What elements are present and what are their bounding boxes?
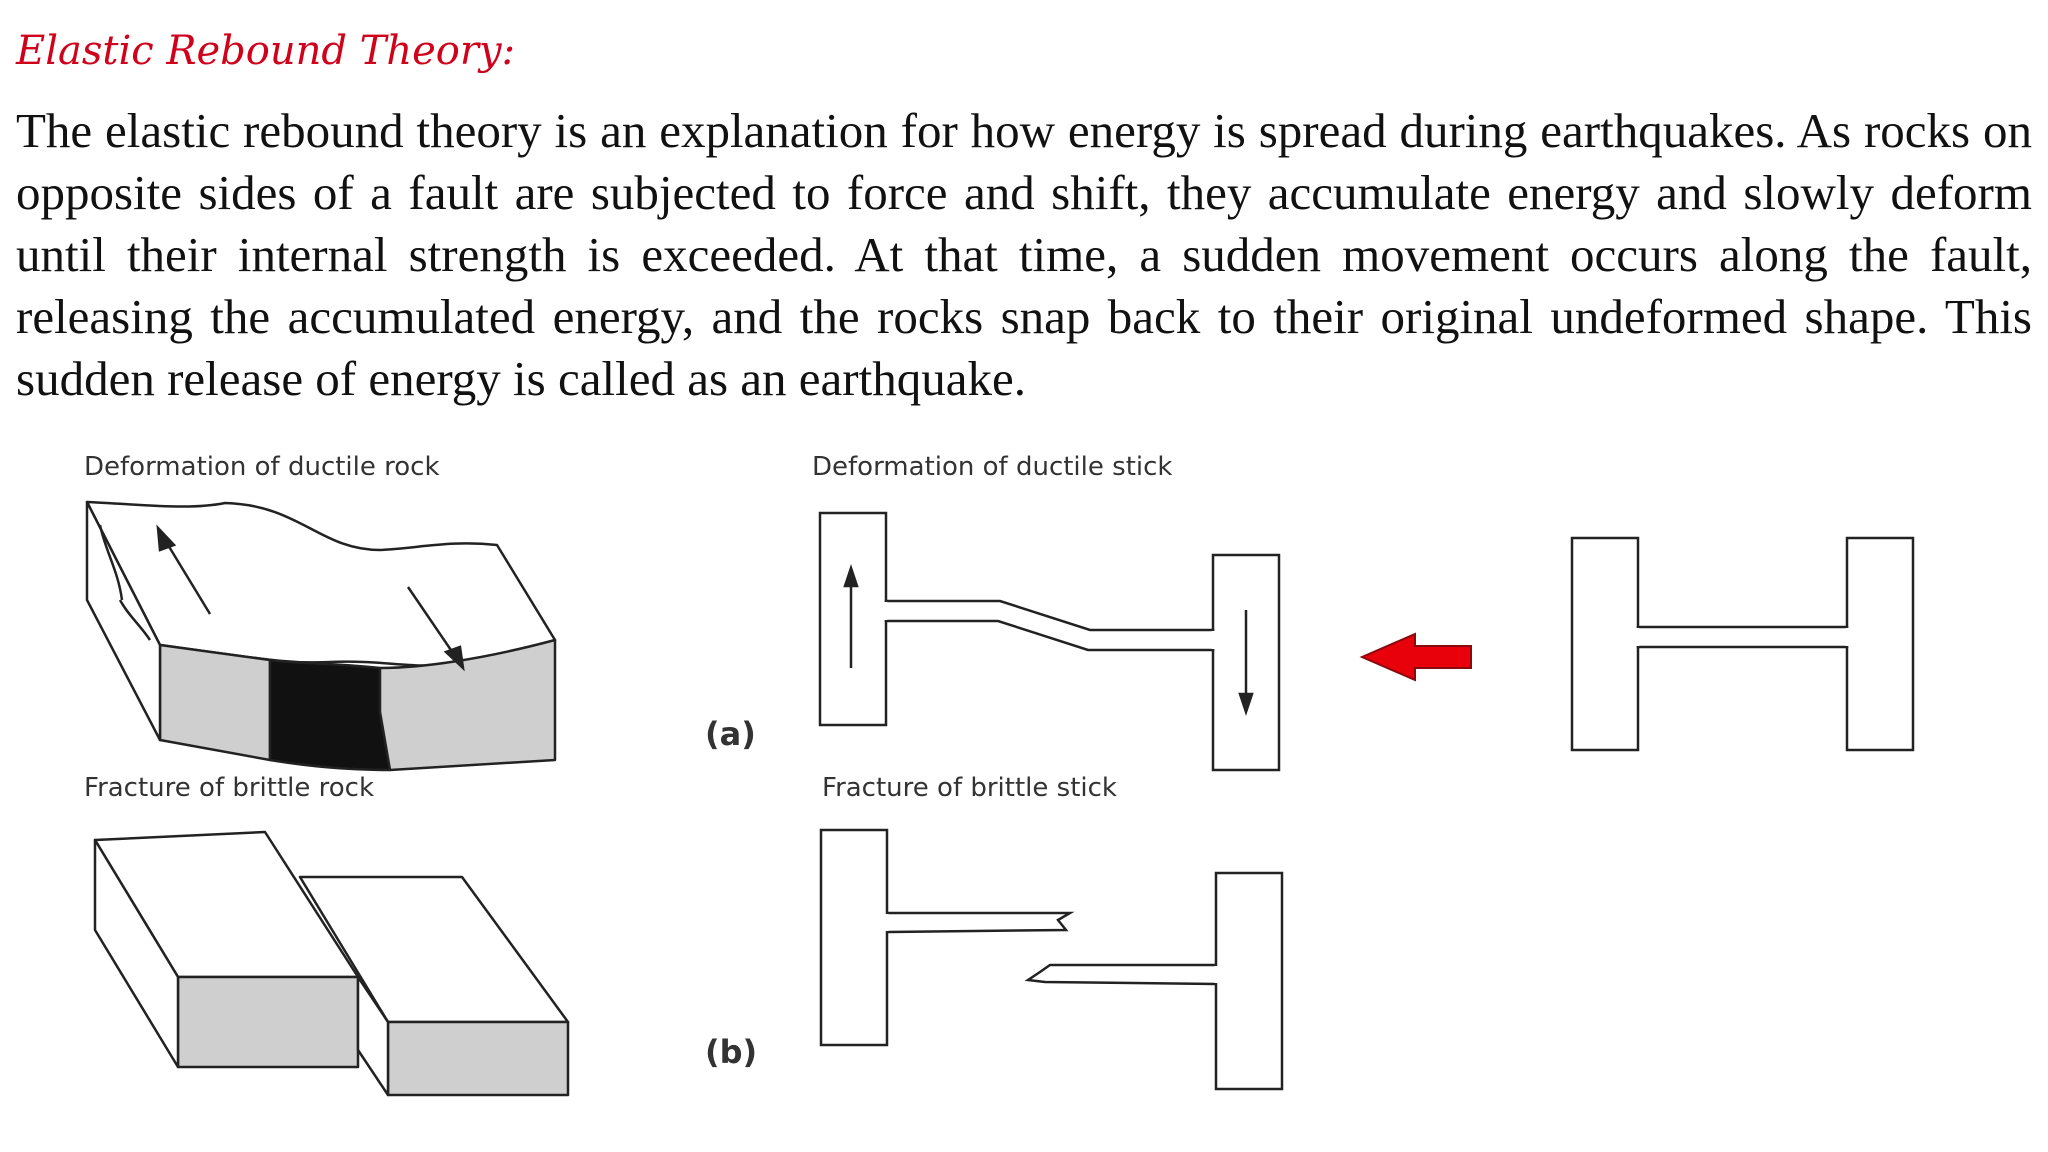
body-paragraph: The elastic rebound theory is an explana… xyxy=(16,103,2032,406)
label-brittle-stick: Fracture of brittle stick xyxy=(822,773,1117,803)
label-brittle-rock: Fracture of brittle rock xyxy=(84,773,374,803)
panel-letter-a: (a) xyxy=(705,715,756,753)
red-left-arrow-icon xyxy=(1359,632,1472,682)
label-ductile-rock: Deformation of ductile rock xyxy=(84,452,440,482)
brittle-stick-fractured xyxy=(819,828,1284,1091)
ductile-stick-arrows xyxy=(843,564,1254,716)
label-ductile-stick: Deformation of ductile stick xyxy=(812,452,1172,482)
slide-title: Elastic Rebound Theory: xyxy=(16,28,516,74)
brittle-rock-blocks xyxy=(93,830,570,1097)
ductile-rock-arrows xyxy=(156,524,465,672)
undeformed-stick xyxy=(1570,536,1915,752)
ductile-rock-block xyxy=(85,500,557,772)
ductile-stick-deformed xyxy=(818,511,1281,772)
panel-letter-b: (b) xyxy=(705,1033,757,1071)
